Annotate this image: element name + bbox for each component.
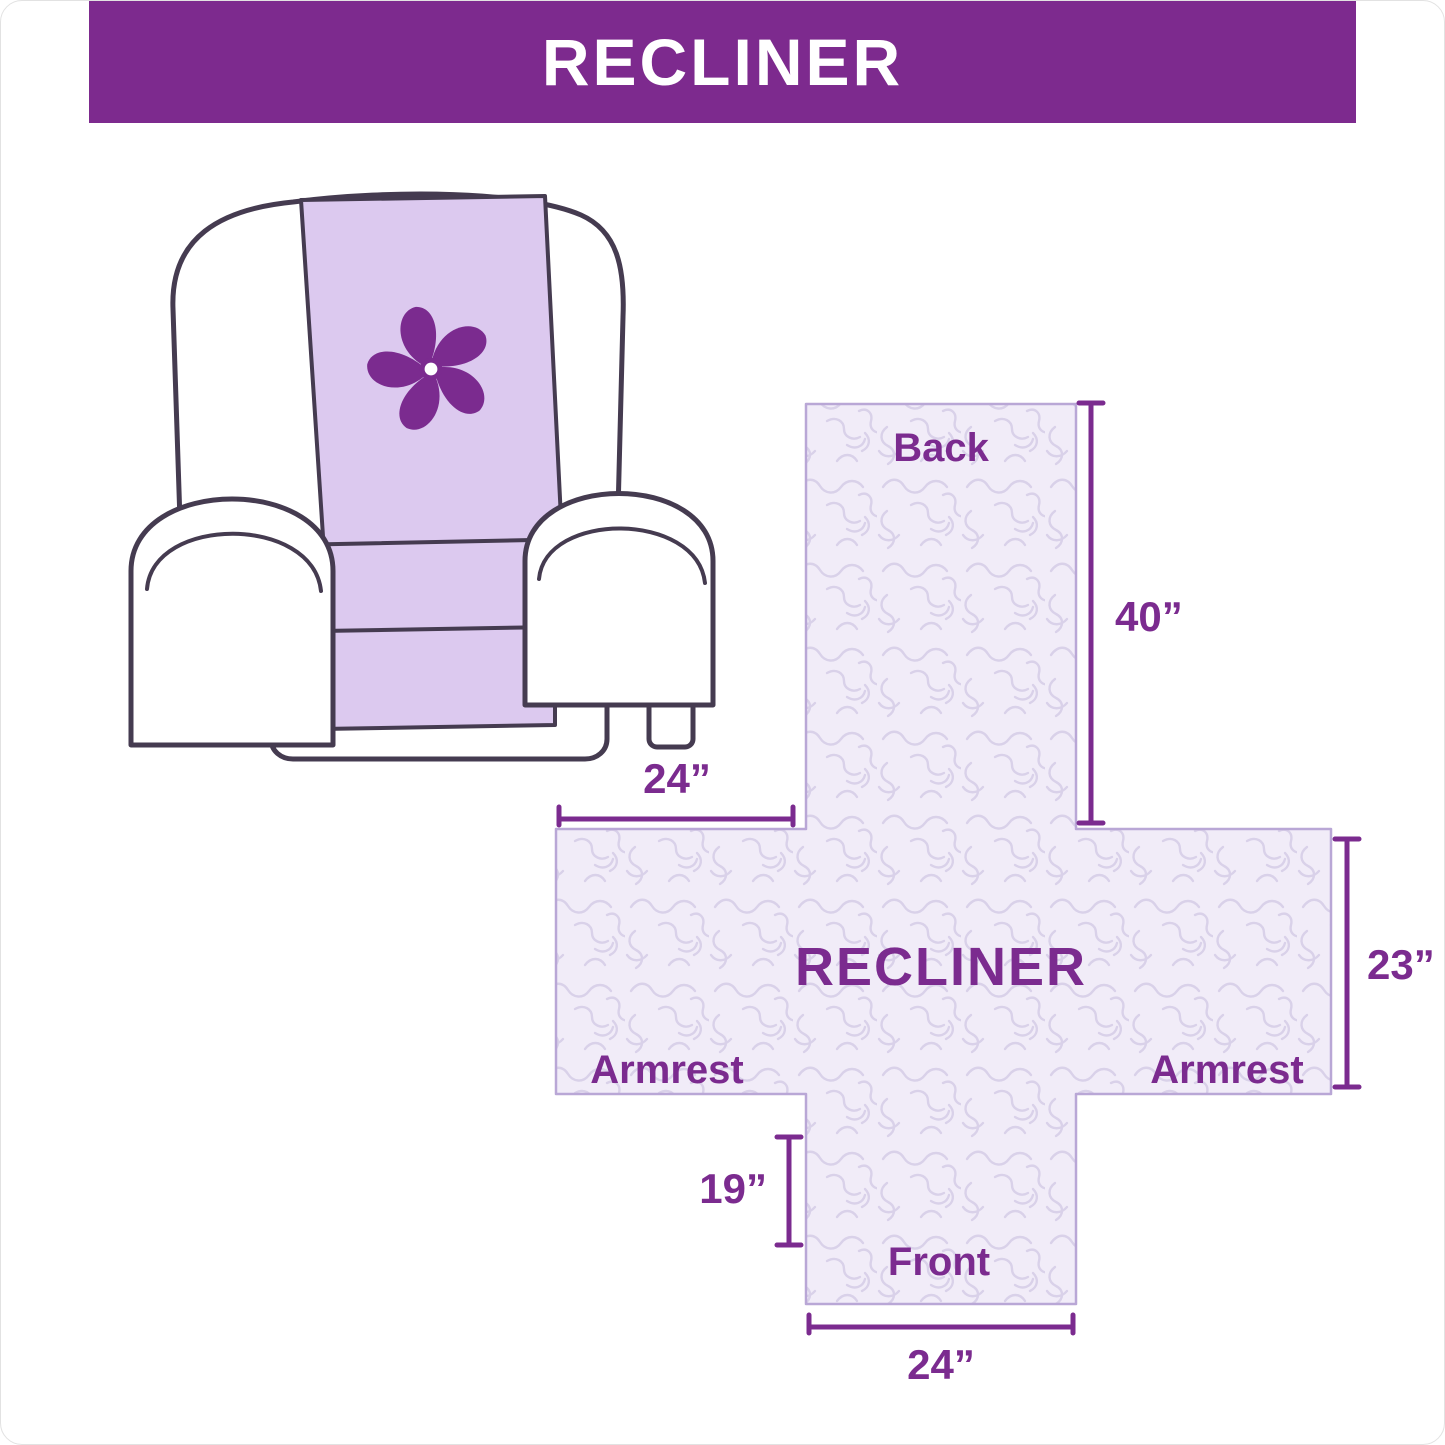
pattern-armrest-right-label: Armrest [1150, 1048, 1303, 1092]
chair-svg [128, 191, 716, 762]
dim-back-width: 24” [643, 755, 711, 802]
dim-front-height: 19” [699, 1165, 767, 1212]
dim-line-front-width [806, 1312, 1076, 1336]
dim-line-back-width [556, 804, 796, 828]
dim-line-back-height [1076, 400, 1106, 826]
dim-back-height: 40” [1115, 593, 1183, 640]
dim-front-width: 24” [907, 1341, 975, 1388]
cover-pattern-diagram: Back RECLINER Armrest Armrest Front 40” … [541, 389, 1444, 1409]
pattern-armrest-left-label: Armrest [590, 1048, 743, 1092]
pinwheel-logo-icon [367, 306, 487, 430]
chair-right-arm [522, 491, 716, 708]
page-title: RECLINER [541, 25, 904, 99]
pattern-front-label: Front [888, 1240, 990, 1284]
recliner-chair-illustration [93, 159, 743, 779]
dim-line-front-height [774, 1134, 804, 1248]
pattern-svg: Back RECLINER Armrest Armrest Front 40” … [554, 400, 1435, 1388]
chair-front-cover [319, 625, 557, 731]
pattern-center-label: RECLINER [795, 937, 1087, 997]
pattern-back-label: Back [893, 426, 989, 470]
dim-line-armrest-depth [1332, 836, 1362, 1090]
dim-armrest-depth: 23” [1367, 941, 1435, 988]
chair-left-arm [128, 496, 336, 748]
header-banner: RECLINER [89, 1, 1356, 123]
